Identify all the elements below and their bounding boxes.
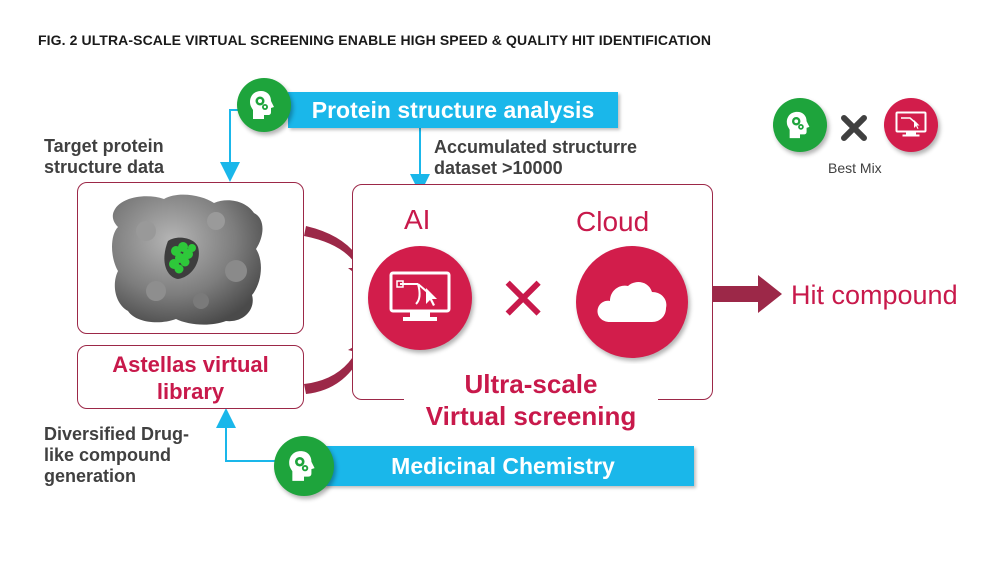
cloud-icon — [576, 246, 688, 358]
medicinal-chemistry-bar: Medicinal Chemistry — [312, 446, 694, 486]
ai-label: AI — [404, 204, 431, 235]
ultra-scale-label: Ultra-scale Virtual screening — [404, 364, 658, 438]
target-protein-line1: Target protein — [44, 136, 164, 156]
multiply-symbol: ✕ — [498, 266, 549, 333]
brain-gear-icon — [237, 78, 291, 132]
best-mix-label: Best Mix — [828, 160, 882, 176]
brain-gear-icon — [773, 98, 827, 152]
brain-gear-icon — [274, 436, 334, 496]
accumulated-line1: Accumulated structurre — [434, 137, 638, 157]
astellas-library-box: Astellas virtual library — [77, 345, 304, 409]
diversified-label: Diversified Drug- like compound generati… — [44, 424, 189, 487]
target-protein-label: Target protein structure data — [44, 136, 164, 178]
accumulated-dataset-label: Accumulated structurre dataset >10000 — [434, 137, 637, 179]
medicinal-chemistry-label: Medicinal Chemistry — [391, 452, 615, 479]
diversified-line1: Diversified Drug- — [44, 424, 190, 444]
connector-medchem-to-library — [216, 408, 285, 462]
monitor-cursor-icon — [884, 98, 938, 152]
diversified-line2: like compound — [44, 445, 172, 465]
hit-compound-label: Hit compound — [791, 280, 958, 310]
ultra-line1: Ultra-scale — [464, 369, 598, 399]
target-protein-line2: structure data — [44, 157, 165, 177]
protein-structure-analysis-label: Protein structure analysis — [311, 96, 595, 123]
ultra-line2: Virtual screening — [425, 401, 637, 431]
cloud-label: Cloud — [576, 206, 650, 237]
multiply-icon — [841, 115, 867, 141]
monitor-cursor-icon — [368, 246, 472, 350]
diversified-line3: generation — [44, 466, 137, 486]
figure-title: FIG. 2 ULTRA-SCALE VIRTUAL SCREENING ENA… — [38, 32, 712, 48]
protein-surface-icon — [112, 194, 263, 325]
library-line2: library — [156, 379, 225, 404]
accumulated-line2: dataset >10000 — [434, 158, 563, 178]
target-protein-box — [77, 182, 304, 334]
library-line1: Astellas virtual — [112, 352, 269, 377]
arrow-to-hit-compound — [712, 275, 782, 313]
protein-structure-analysis-bar: Protein structure analysis — [288, 92, 618, 128]
